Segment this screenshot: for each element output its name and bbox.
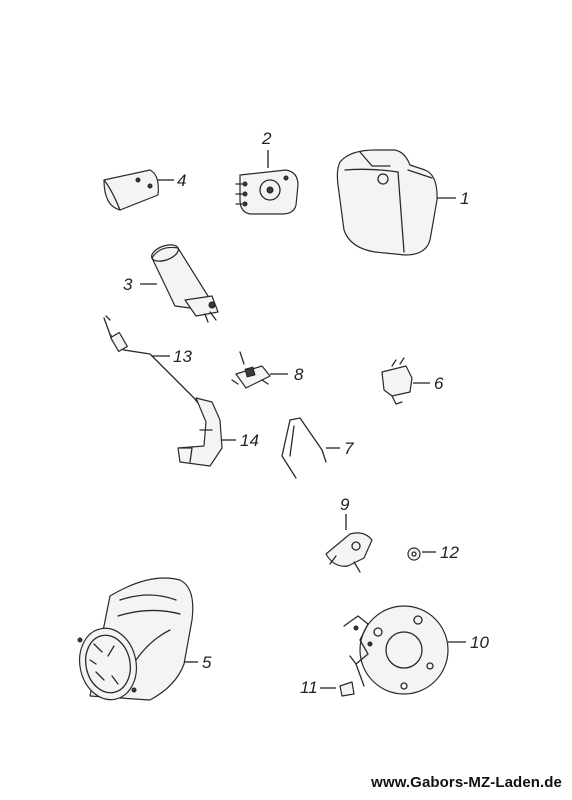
part-3-ignition-coil <box>150 244 219 323</box>
label-6: 6 <box>413 374 444 393</box>
svg-text:7: 7 <box>344 439 354 458</box>
label-8: 8 <box>270 365 304 384</box>
label-12: 12 <box>422 543 459 562</box>
svg-text:8: 8 <box>294 365 304 384</box>
label-5: 5 <box>184 653 212 672</box>
part-7-bracket <box>281 417 327 479</box>
svg-text:10: 10 <box>470 633 489 652</box>
label-14: 14 <box>222 431 259 450</box>
svg-text:1: 1 <box>460 189 469 208</box>
svg-text:3: 3 <box>123 275 133 294</box>
part-10-base-plate <box>343 605 449 695</box>
svg-text:13: 13 <box>173 347 192 366</box>
part-2-regulator <box>235 169 299 215</box>
label-11: 11 <box>300 678 336 697</box>
label-3: 3 <box>123 275 157 294</box>
svg-text:5: 5 <box>202 653 212 672</box>
label-9: 9 <box>340 495 350 530</box>
label-2: 2 <box>261 129 272 168</box>
svg-text:12: 12 <box>440 543 459 562</box>
website-url[interactable]: www.Gabors-MZ-Laden.de <box>371 774 562 791</box>
part-12-nut <box>407 547 421 561</box>
part-6-relay <box>381 357 413 405</box>
part-9-condenser <box>325 532 373 573</box>
svg-text:6: 6 <box>434 374 444 393</box>
part-13-ignition-cable <box>103 315 203 409</box>
label-13: 13 <box>152 347 192 366</box>
label-1: 1 <box>437 189 469 208</box>
part-8-switch <box>231 351 271 389</box>
svg-text:9: 9 <box>340 495 350 514</box>
part-1-housing <box>336 149 438 256</box>
svg-text:4: 4 <box>177 171 186 190</box>
label-10: 10 <box>448 633 489 652</box>
part-11-clip <box>339 681 355 697</box>
svg-text:14: 14 <box>240 431 259 450</box>
part-14-plug-connector <box>177 397 223 467</box>
label-4: 4 <box>158 171 186 190</box>
svg-text:11: 11 <box>300 678 318 697</box>
part-4-clamp <box>103 169 159 211</box>
label-7: 7 <box>326 439 354 458</box>
svg-text:2: 2 <box>261 129 272 148</box>
part-5-headlamp <box>77 577 194 701</box>
